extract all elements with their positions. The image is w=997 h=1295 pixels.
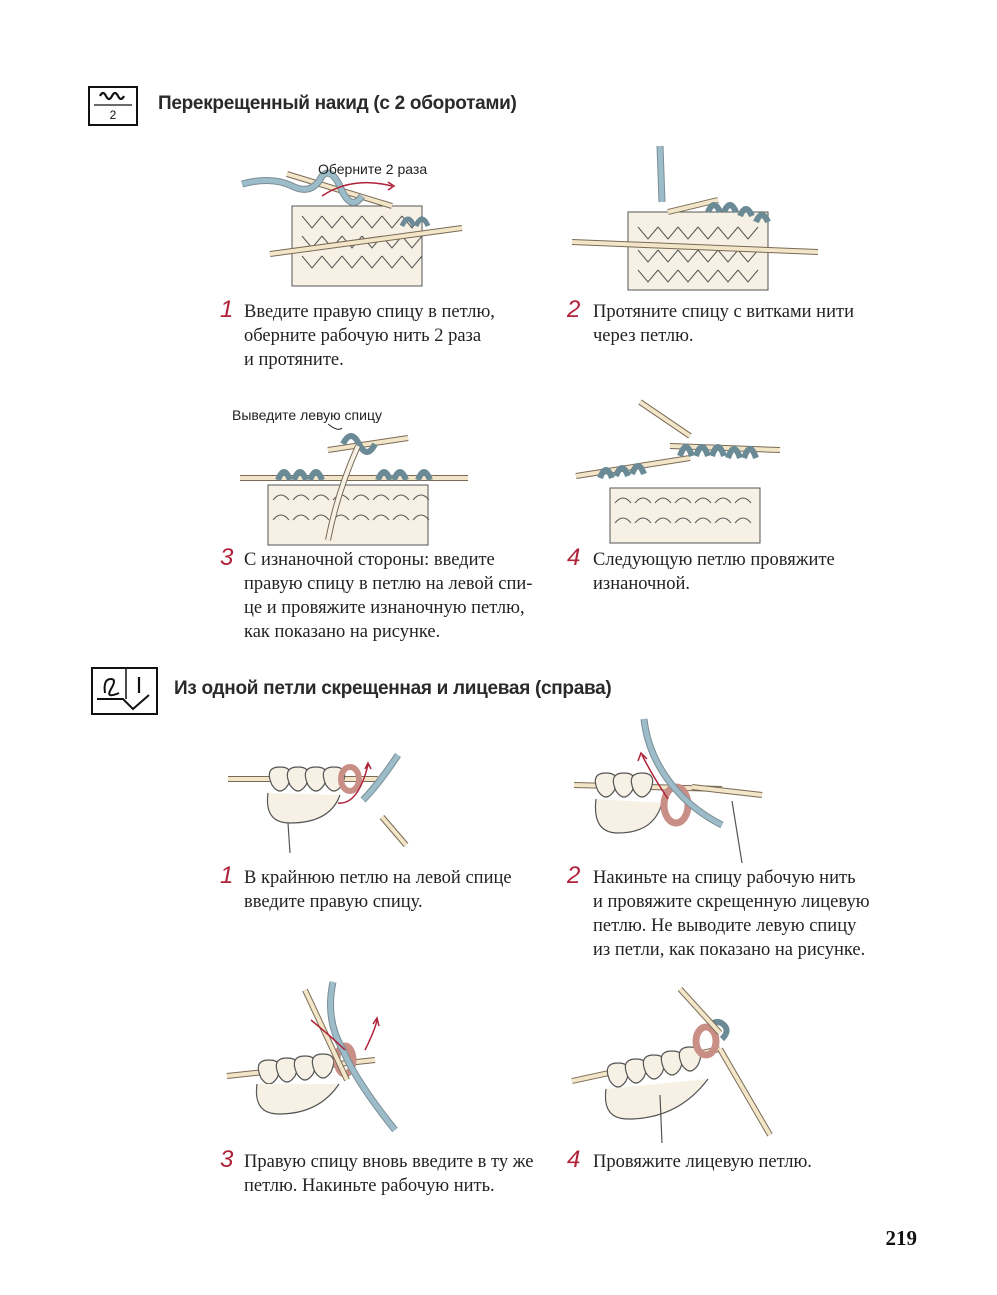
page-number: 219 [885,1226,918,1250]
step-text: Накиньте на спицу рабочую нить и провяжи… [593,868,870,960]
svg-text:Выведите левую спицу: Выведите левую спицу [232,407,382,423]
svg-text:Оберните 2 раза: Оберните 2 раза [318,161,427,177]
illustration-1-3: Выведите левую спицу [232,407,468,546]
illustration-1-4 [575,399,781,544]
illustration-2-3 [226,981,398,1133]
step-number: 4 [567,544,581,571]
crossed-yarn-over-symbol: 2 [88,86,138,126]
step-text: Провяжите лицевую петлю. [593,1152,812,1172]
crossed-and-knit-symbol [91,667,158,715]
illustration-1-1: Оберните 2 раза [241,161,463,287]
step-text: Протяните спицу с витками нити через пет… [593,302,854,346]
section-1-title: Перекрещенный накид (с 2 оборотами) [158,93,517,114]
step-text: Следующую петлю провяжите изнаночной. [593,550,835,594]
step-number: 1 [220,862,234,889]
double-wrap-icon: 2 [94,91,132,122]
step-text: С изнаночной стороны: введите правую спи… [244,550,533,642]
step-text: Правую спицу вновь введите в ту же петлю… [244,1152,534,1196]
step-text: В крайнюю петлю на левой спице введите п… [244,868,512,912]
illustration-2-4 [571,986,773,1144]
svg-text:2: 2 [110,108,117,122]
step-number: 4 [567,1146,581,1173]
step-number: 2 [567,296,581,323]
step-number: 1 [220,296,234,323]
section-2-title: Из одной петли скрещенная и лицевая (спр… [174,678,612,699]
illustration-2-1 [228,753,409,854]
step-text: Введите правую спицу в петлю, оберните р… [244,302,495,370]
illustration-1-2 [571,145,819,291]
step-number: 2 [567,862,581,889]
crossed-knit-icon [97,669,150,711]
illustration-2-2 [573,718,763,864]
step-number: 3 [220,1146,234,1173]
step-number: 3 [220,544,234,571]
